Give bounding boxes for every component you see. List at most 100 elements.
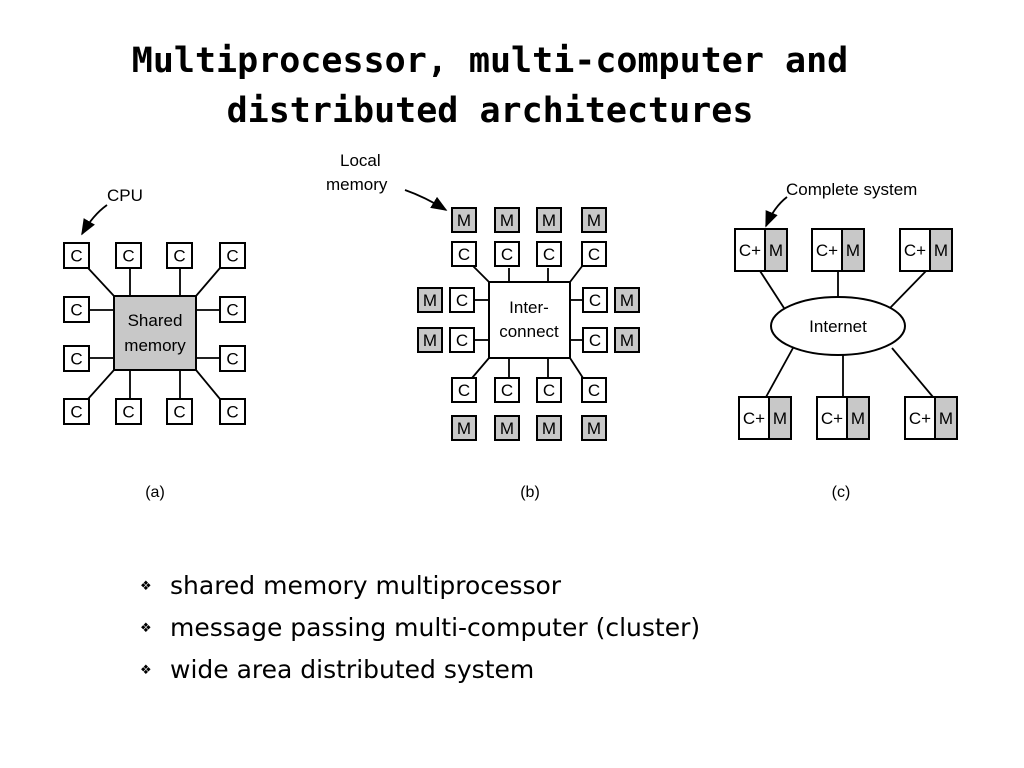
local-memory-box-label: M <box>423 331 437 350</box>
system-memory-box-label: M <box>934 241 948 260</box>
cpu-box-label: C <box>173 247 185 266</box>
cpu-box: C <box>219 398 246 425</box>
local-memory-box: M <box>614 287 640 313</box>
local-memory-box: M <box>494 415 520 441</box>
cpu-box: C <box>219 345 246 372</box>
node-cpu-box-label: C <box>501 245 513 264</box>
cpu-box-label: C <box>70 403 82 422</box>
node-cpu-box: C <box>582 327 608 353</box>
local-memory-box-label: M <box>620 291 634 310</box>
system-memory-box: M <box>841 228 865 272</box>
node-cpu-box-label: C <box>458 381 470 400</box>
node-cpu-box: C <box>536 377 562 403</box>
computer-box: C+ <box>738 396 770 440</box>
node-cpu-box: C <box>581 377 607 403</box>
local-memory-box: M <box>536 207 562 233</box>
node-cpu-box: C <box>449 327 475 353</box>
node-cpu-box: C <box>494 241 520 267</box>
node-cpu-box: C <box>582 287 608 313</box>
system-memory-box-label: M <box>846 241 860 260</box>
local-memory-box: M <box>417 287 443 313</box>
local-memory-box-label: M <box>423 291 437 310</box>
cpu-box: C <box>166 242 193 269</box>
local-memory-box-label: M <box>587 419 601 438</box>
local-memory-callout-2: memory <box>326 175 388 194</box>
system-memory-box: M <box>929 228 953 272</box>
node-cpu-box: C <box>449 287 475 313</box>
system-memory-box-label: M <box>769 241 783 260</box>
cpu-box: C <box>63 296 90 323</box>
local-memory-box: M <box>451 207 477 233</box>
node-cpu-box-label: C <box>589 331 601 350</box>
cpu-box-label: C <box>70 301 82 320</box>
system-memory-box-label: M <box>851 409 865 428</box>
cpu-box: C <box>63 242 90 269</box>
system-memory-box-label: M <box>939 409 953 428</box>
internet-label: Internet <box>809 317 867 336</box>
local-memory-box: M <box>614 327 640 353</box>
local-memory-box: M <box>451 415 477 441</box>
local-memory-box-label: M <box>587 211 601 230</box>
cpu-box-label: C <box>122 403 134 422</box>
cpu-box-label: C <box>226 350 238 369</box>
local-memory-box: M <box>417 327 443 353</box>
node-cpu-box: C <box>494 377 520 403</box>
node-cpu-box-label: C <box>543 381 555 400</box>
computer-box-label: C+ <box>904 241 926 260</box>
interconnect-block <box>488 281 571 359</box>
local-memory-box-label: M <box>457 211 471 230</box>
cpu-box-label: C <box>122 247 134 266</box>
system-memory-box: M <box>846 396 870 440</box>
bullet-text: wide area distributed system <box>170 655 535 684</box>
cpu-box: C <box>219 242 246 269</box>
title-line-1: Multiprocessor, multi-computer and <box>131 41 849 81</box>
node-cpu-box-label: C <box>458 245 470 264</box>
node-cpu-box: C <box>451 377 477 403</box>
cpu-box-label: C <box>226 403 238 422</box>
cpu-box: C <box>166 398 193 425</box>
diagram-a-links <box>87 267 221 400</box>
local-memory-box-label: M <box>542 211 556 230</box>
cpu-box: C <box>63 398 90 425</box>
system-memory-box: M <box>768 396 792 440</box>
local-memory-box: M <box>536 415 562 441</box>
cpu-callout-arrow <box>81 204 108 236</box>
bullet-item: ❖wide area distributed system <box>140 650 700 692</box>
interconnect-label-2: connect <box>499 322 559 341</box>
slide-title: Multiprocessor, multi-computer and distr… <box>0 36 980 136</box>
cpu-box-label: C <box>70 247 82 266</box>
title-line-2: distributed architectures <box>226 91 754 131</box>
local-memory-callout-1: Local <box>340 151 381 170</box>
computer-box-label: C+ <box>743 409 765 428</box>
caption-c: (c) <box>832 484 851 501</box>
caption-a: (a) <box>145 484 165 501</box>
internet-ellipse <box>770 296 906 356</box>
diagram-c-links <box>759 270 934 398</box>
local-memory-box: M <box>581 207 607 233</box>
local-memory-box-label: M <box>500 211 514 230</box>
system-memory-box-label: M <box>773 409 787 428</box>
bullet-list: ❖shared memory multiprocessor ❖message p… <box>140 566 700 692</box>
bullet-item: ❖shared memory multiprocessor <box>140 566 700 608</box>
computer-box: C+ <box>816 396 848 440</box>
local-memory-box-label: M <box>457 419 471 438</box>
bullet-text: message passing multi-computer (cluster) <box>170 613 701 642</box>
node-cpu-box-label: C <box>543 245 555 264</box>
cpu-callout: CPU <box>107 186 143 205</box>
node-cpu-box: C <box>581 241 607 267</box>
node-cpu-box-label: C <box>456 291 468 310</box>
diagram-b-links <box>471 264 584 379</box>
system-memory-box: M <box>764 228 788 272</box>
complete-system-callout: Complete system <box>786 180 917 199</box>
computer-box-label: C+ <box>909 409 931 428</box>
node-cpu-box-label: C <box>501 381 513 400</box>
shared-memory-block <box>113 295 197 371</box>
local-memory-box-label: M <box>500 419 514 438</box>
node-cpu-box-label: C <box>588 245 600 264</box>
local-memory-box: M <box>581 415 607 441</box>
